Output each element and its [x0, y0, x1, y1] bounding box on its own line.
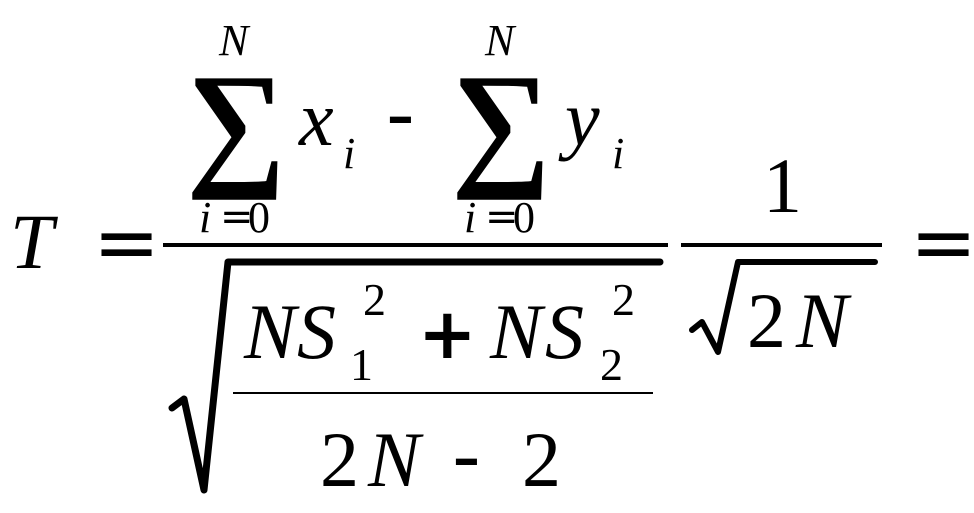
- sum1-lower-var: i: [199, 193, 211, 242]
- sum1-lower-val: 0: [248, 193, 270, 242]
- lhs-variable: T: [10, 198, 58, 285]
- sum2-lower-eq: =: [485, 194, 519, 240]
- denominator-two-end: 2: [522, 416, 561, 503]
- sum2-lower-var: i: [464, 193, 476, 242]
- S2-exponent: 2: [612, 274, 635, 325]
- sum1-lower-eq: =: [220, 194, 254, 240]
- denominator-minus: -: [452, 410, 481, 503]
- radical-sign-icon: [168, 258, 664, 494]
- denominator-two: 2: [320, 416, 359, 503]
- numerator-minus: -: [386, 68, 415, 161]
- S2-subscript: 2: [600, 339, 623, 390]
- y-variable: y: [558, 75, 600, 162]
- radicand-two: 2: [747, 277, 786, 364]
- x-variable: x: [298, 75, 334, 162]
- second-radical-icon: [689, 259, 878, 355]
- sum2-sigma-icon: ∑: [451, 46, 551, 201]
- sum1-sigma-icon: ∑: [186, 46, 286, 201]
- N-term-1: N: [243, 288, 300, 375]
- sum1-upper-limit: N: [218, 16, 251, 65]
- equals-sign-left: =: [93, 196, 160, 289]
- x-subscript: i: [343, 129, 355, 178]
- S-term-2: S: [545, 288, 584, 375]
- radicand-N: N: [795, 277, 852, 364]
- sum2-lower-val: 0: [513, 193, 535, 242]
- inner-plus: +: [418, 293, 477, 375]
- equals-sign-right: =: [910, 196, 974, 289]
- sum2-upper-limit: N: [484, 16, 517, 65]
- y-subscript: i: [612, 129, 624, 178]
- N-term-2: N: [489, 288, 546, 375]
- S1-exponent: 2: [363, 274, 386, 325]
- S1-subscript: 1: [350, 339, 373, 390]
- second-numerator-one: 1: [763, 142, 802, 229]
- denominator-N: N: [367, 416, 424, 503]
- S-term-1: S: [297, 288, 336, 375]
